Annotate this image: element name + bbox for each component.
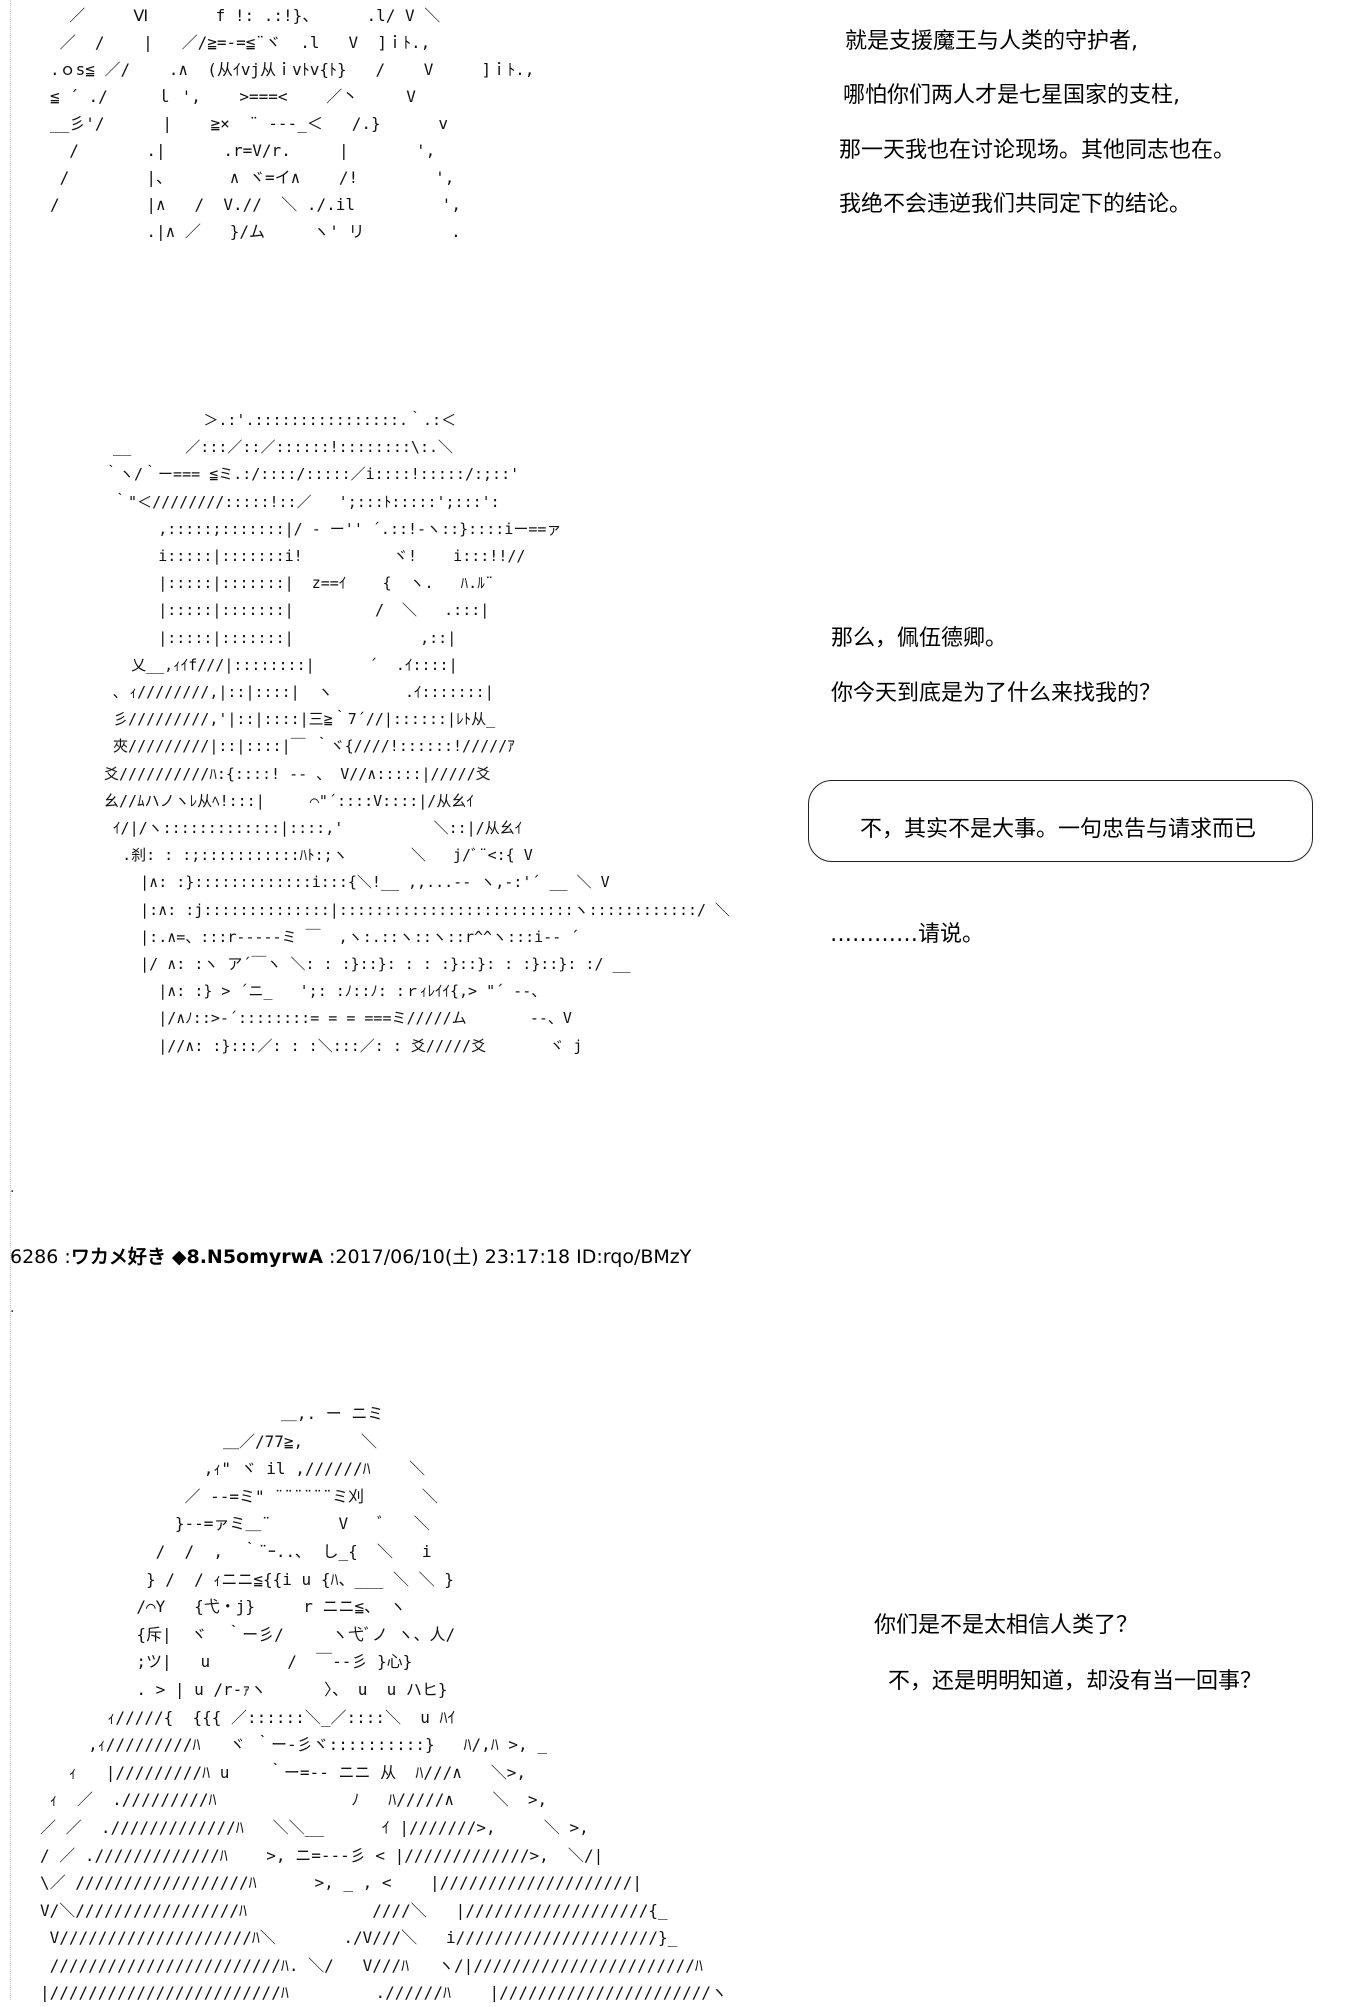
ascii-art-figure-3: ＿,. ー ニミ ＿／/77≧, ＼ ,ｨ" ヾ il ,//////ﾊ ＼ ／… bbox=[40, 1404, 728, 2003]
poster-trip: ◆8.N5omyrwA bbox=[171, 1246, 323, 1268]
post-datetime: 2017/06/10(土) 23:17:18 bbox=[335, 1246, 571, 1268]
dialogue-line: 那一天我也在讨论现场。其他同志也在。 bbox=[839, 138, 1236, 163]
speech-bubble bbox=[808, 780, 1313, 862]
dialogue-line: 就是支援魔王与人类的守护者, bbox=[845, 29, 1138, 54]
page-edge bbox=[10, 0, 11, 2000]
poster-name: ワカメ好き bbox=[70, 1246, 166, 1268]
post-id: ID:rqo/BMzY bbox=[576, 1246, 692, 1268]
separator-dot: . bbox=[10, 1180, 15, 1196]
dialogue-line: 不，还是明明知道，却没有当一回事？ bbox=[888, 1669, 1263, 1694]
post-separator: : bbox=[64, 1246, 71, 1268]
dialogue-line: 那么，佩伍德卿。 bbox=[831, 626, 1008, 651]
post-header: 6286 :ワカメ好き ◆8.N5omyrwA :2017/06/10(土) 2… bbox=[10, 1242, 691, 1269]
speech-bubble-text: 不，其实不是大事。一句忠告与请求而已 bbox=[860, 817, 1257, 842]
dialogue-line: 哪怕你们两人才是七星国家的支柱, bbox=[843, 83, 1180, 108]
dialogue-line: …………请说。 bbox=[830, 922, 985, 947]
post-separator: : bbox=[328, 1246, 336, 1268]
ascii-art-figure-2: ＞.:'.::::::::::::::::.｀.:＜ __ ／:::／::／::… bbox=[104, 411, 731, 1055]
separator-dot: . bbox=[10, 1300, 15, 1316]
post-number: 6286 bbox=[10, 1246, 59, 1268]
dialogue-line: 你们是不是太相信人类了？ bbox=[874, 1613, 1139, 1638]
ascii-art-figure-1: ／ Ⅵ f !: .:!}、 .l/ V ＼ ／ / | ／/≧=-=≦¨ヾ .… bbox=[50, 6, 535, 241]
dialogue-line: 你今天到底是为了什么来找我的？ bbox=[831, 681, 1162, 706]
dialogue-line: 我绝不会违逆我们共同定下的结论。 bbox=[839, 192, 1192, 217]
